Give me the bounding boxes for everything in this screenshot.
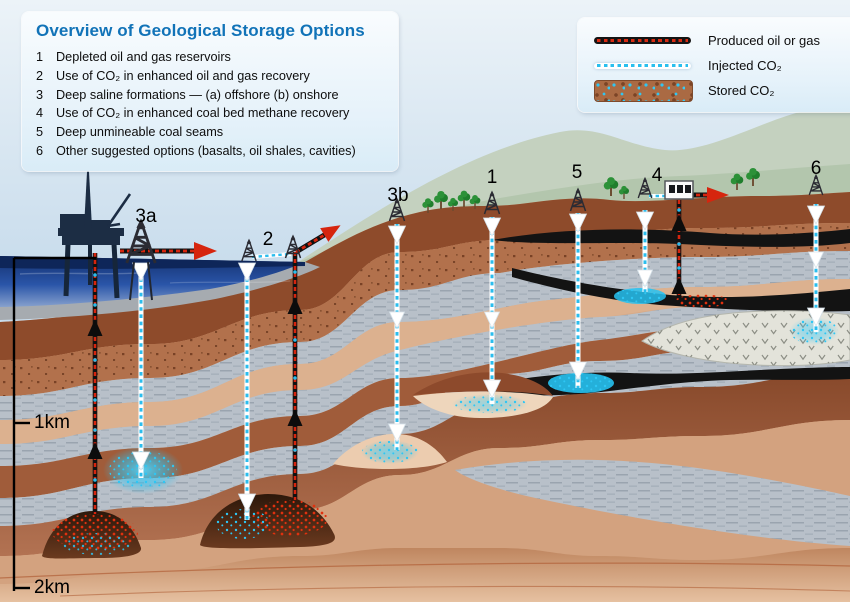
contour-line [59, 585, 850, 597]
legend-swatch-injected [594, 62, 694, 69]
basement-layer [0, 548, 850, 602]
seabed-sand [0, 262, 320, 320]
offshore-platform-icon [58, 163, 132, 299]
title-panel: Overview of Geological Storage Options 1… [22, 12, 398, 171]
site-label-1: 1 [486, 167, 498, 188]
list-item: 5 Deep unmineable coal seams [36, 125, 224, 140]
sandstone-layer [0, 279, 850, 444]
building-icon [664, 180, 694, 200]
coal-seam-cbm [512, 268, 850, 312]
produced-oil-arrow-2 [294, 225, 341, 255]
site-label-6: 6 [810, 158, 822, 179]
rig-3a-icon [125, 216, 157, 301]
stored-co2-plume-5 [548, 373, 614, 393]
brown-sediment-layer [0, 318, 850, 498]
site-label-3a: 3a [135, 206, 157, 227]
depth-scale [12, 256, 96, 591]
production-well-2 [287, 252, 303, 500]
stored-co2-plume-4 [614, 288, 729, 308]
produced-gas-arrow-3a [120, 242, 217, 260]
injection-well-1 [482, 217, 502, 404]
depth-label-2km: 2km [34, 577, 70, 598]
site-label-4: 4 [651, 165, 663, 186]
injection-well-6 [806, 204, 826, 332]
co2-pipeline-2 [251, 252, 292, 259]
injection-well-4 [635, 210, 655, 292]
legend-row: Produced oil or gas [594, 28, 850, 53]
list-item: 2 Use of CO₂ in enhanced oil and gas rec… [36, 68, 310, 83]
coal-seam-shallow [492, 229, 850, 247]
production-well-4 [671, 200, 687, 298]
list-item: 1 Depleted oil and gas reservoirs [36, 50, 231, 64]
site-label-5: 5 [571, 162, 583, 183]
stored-co2-plume-3b [361, 440, 419, 464]
page-title: Overview of Geological Storage Options [36, 21, 365, 40]
surface-pipelines [120, 187, 729, 260]
sea [0, 256, 305, 307]
list-item: 4 Use of CO₂ in enhanced coal bed methan… [36, 106, 350, 121]
injection-wells [131, 204, 826, 520]
site-label-2: 2 [262, 229, 274, 250]
site-label-3b: 3b [387, 185, 409, 206]
injection-well-5 [568, 213, 588, 388]
oil-gas-cluster-2 [216, 500, 328, 539]
legend-swatch-produced [594, 37, 694, 44]
injection-well-3a [131, 262, 151, 478]
production-well-3a [87, 253, 103, 514]
legend-panel: Produced oil or gas Injected CO₂ Stored … [578, 18, 850, 112]
injection-well-2 [237, 262, 257, 520]
topsoil-layer [0, 192, 850, 360]
oil-gas-cluster-3a [52, 514, 138, 555]
contour-line [0, 562, 850, 579]
legend-swatch-stored [594, 79, 694, 102]
production-wells [87, 200, 687, 514]
legend-row: Injected CO₂ [594, 53, 850, 78]
depth-label-1km: 1km [34, 412, 70, 433]
list-item: 6 Other suggested options (basalts, oil … [36, 143, 356, 158]
injection-well-3b [387, 224, 407, 450]
legend-row: Stored CO₂ [594, 78, 850, 103]
list-item: 3 Deep saline formations — (a) offshore … [36, 87, 339, 102]
